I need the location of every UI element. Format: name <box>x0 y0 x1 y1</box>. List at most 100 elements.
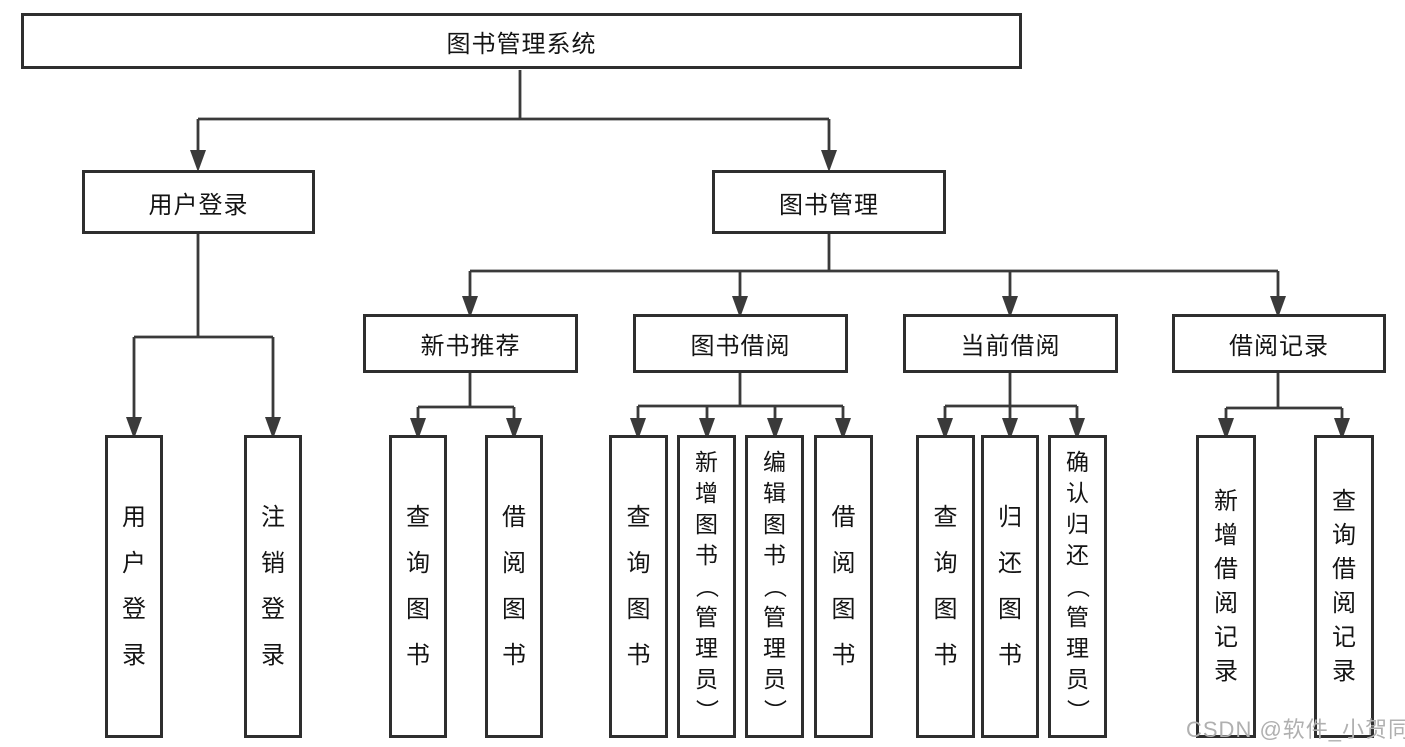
vertical-char: 录 <box>1214 657 1238 685</box>
connector-new-book-children <box>410 372 522 440</box>
connector-borrow-records-children <box>1218 372 1350 440</box>
vertical-char: 图 <box>406 595 430 623</box>
node-book-management: 图书管理 <box>712 170 946 234</box>
vertical-char: 记 <box>1332 623 1356 651</box>
vertical-char: 询 <box>933 549 958 577</box>
vertical-char: 录 <box>1332 657 1356 685</box>
vertical-char: 还 <box>998 549 1022 577</box>
vertical-char: ） <box>762 699 788 722</box>
vertical-char: 理 <box>695 635 718 661</box>
connector-user-login-children <box>126 234 281 439</box>
leaf-query-books-current: 查询图书 <box>916 435 975 738</box>
vertical-char: 归 <box>998 503 1022 531</box>
vertical-char: 阅 <box>1214 589 1238 617</box>
vertical-char: （ <box>694 575 720 598</box>
leaf-borrow-books-borrowing: 借阅图书 <box>814 435 873 738</box>
vertical-char: 管 <box>763 604 786 630</box>
vertical-char: 新 <box>695 449 718 475</box>
vertical-char: 询 <box>406 549 430 577</box>
vertical-char: 图 <box>626 595 651 623</box>
vertical-char: 增 <box>695 480 718 506</box>
vertical-char: 阅 <box>831 549 856 577</box>
vertical-char: 书 <box>933 641 958 669</box>
connector-root-to-level2 <box>190 70 837 172</box>
vertical-char: 查 <box>1332 487 1356 515</box>
vertical-char: 管 <box>1066 604 1089 630</box>
connector-book-borrow-children <box>630 372 851 440</box>
vertical-char: 员 <box>1066 666 1089 692</box>
vertical-char: 归 <box>1066 511 1089 537</box>
vertical-char: 认 <box>1066 480 1089 506</box>
leaf-confirm-return-admin: 确认归还 （ 管理员 ） <box>1048 435 1107 738</box>
vertical-char: 用 <box>122 503 146 531</box>
vertical-char: 录 <box>122 641 146 669</box>
leaf-return-books: 归还图书 <box>981 435 1039 738</box>
vertical-char: 图 <box>831 595 856 623</box>
vertical-char: 图 <box>695 511 718 537</box>
node-new-book-recommendation: 新书推荐 <box>363 314 578 373</box>
vertical-char: 询 <box>1332 521 1356 549</box>
vertical-char: 书 <box>502 641 526 669</box>
vertical-char: 理 <box>1066 635 1089 661</box>
node-library-management-system: 图书管理系统 <box>21 13 1022 69</box>
vertical-char: （ <box>762 575 788 598</box>
vertical-char: 录 <box>261 641 285 669</box>
vertical-char: 注 <box>261 503 285 531</box>
vertical-char: ） <box>1065 699 1091 722</box>
vertical-char: 阅 <box>1332 589 1356 617</box>
vertical-char: 图 <box>763 511 786 537</box>
vertical-char: 借 <box>831 503 856 531</box>
leaf-logout: 注销登录 <box>244 435 302 738</box>
vertical-char: 确 <box>1066 449 1089 475</box>
leaf-edit-books-admin: 编辑图书 （ 管理员 ） <box>745 435 804 738</box>
vertical-char: 员 <box>763 666 786 692</box>
vertical-char: 书 <box>763 542 786 568</box>
leaf-add-books-admin: 新增图书 （ 管理员 ） <box>677 435 736 738</box>
leaf-query-books-recommend: 查询图书 <box>389 435 447 738</box>
vertical-char: 登 <box>122 595 146 623</box>
leaf-borrow-books-recommend: 借阅图书 <box>485 435 543 738</box>
vertical-char: 书 <box>695 542 718 568</box>
vertical-char: 理 <box>763 635 786 661</box>
vertical-char: 图 <box>502 595 526 623</box>
vertical-char: 增 <box>1214 521 1238 549</box>
leaf-add-borrow-record: 新增借阅记录 <box>1196 435 1256 738</box>
vertical-char: ） <box>694 699 720 722</box>
vertical-char: 管 <box>695 604 718 630</box>
vertical-char: 借 <box>1332 555 1356 583</box>
vertical-char: 户 <box>122 549 146 577</box>
vertical-char: 记 <box>1214 623 1238 651</box>
vertical-char: 书 <box>406 641 430 669</box>
connector-book-mgmt-children <box>462 234 1286 318</box>
vertical-char: 借 <box>1214 555 1238 583</box>
vertical-char: 查 <box>406 503 430 531</box>
vertical-char: 登 <box>261 595 285 623</box>
vertical-char: 图 <box>998 595 1022 623</box>
vertical-char: 查 <box>626 503 651 531</box>
vertical-char: 编 <box>763 449 786 475</box>
watermark: CSDN @软件_小贺同学 <box>1186 717 1405 742</box>
vertical-char: 查 <box>933 503 958 531</box>
vertical-char: 图 <box>933 595 958 623</box>
vertical-char: 书 <box>626 641 651 669</box>
vertical-char: 辑 <box>763 480 786 506</box>
leaf-query-books-borrowing: 查询图书 <box>609 435 668 738</box>
node-borrowing-records: 借阅记录 <box>1172 314 1386 373</box>
vertical-char: （ <box>1065 575 1091 598</box>
connector-current-borrow-children <box>937 372 1085 440</box>
leaf-query-borrow-record: 查询借阅记录 <box>1314 435 1374 738</box>
node-user-login: 用户登录 <box>82 170 315 234</box>
node-book-borrowing: 图书借阅 <box>633 314 848 373</box>
vertical-char: 阅 <box>502 549 526 577</box>
vertical-char: 还 <box>1066 542 1089 568</box>
vertical-char: 借 <box>502 503 526 531</box>
vertical-char: 员 <box>695 666 718 692</box>
leaf-user-login: 用户登录 <box>105 435 163 738</box>
vertical-char: 书 <box>831 641 856 669</box>
node-current-borrowing: 当前借阅 <box>903 314 1118 373</box>
vertical-char: 书 <box>998 641 1022 669</box>
vertical-char: 销 <box>261 549 285 577</box>
vertical-char: 询 <box>626 549 651 577</box>
